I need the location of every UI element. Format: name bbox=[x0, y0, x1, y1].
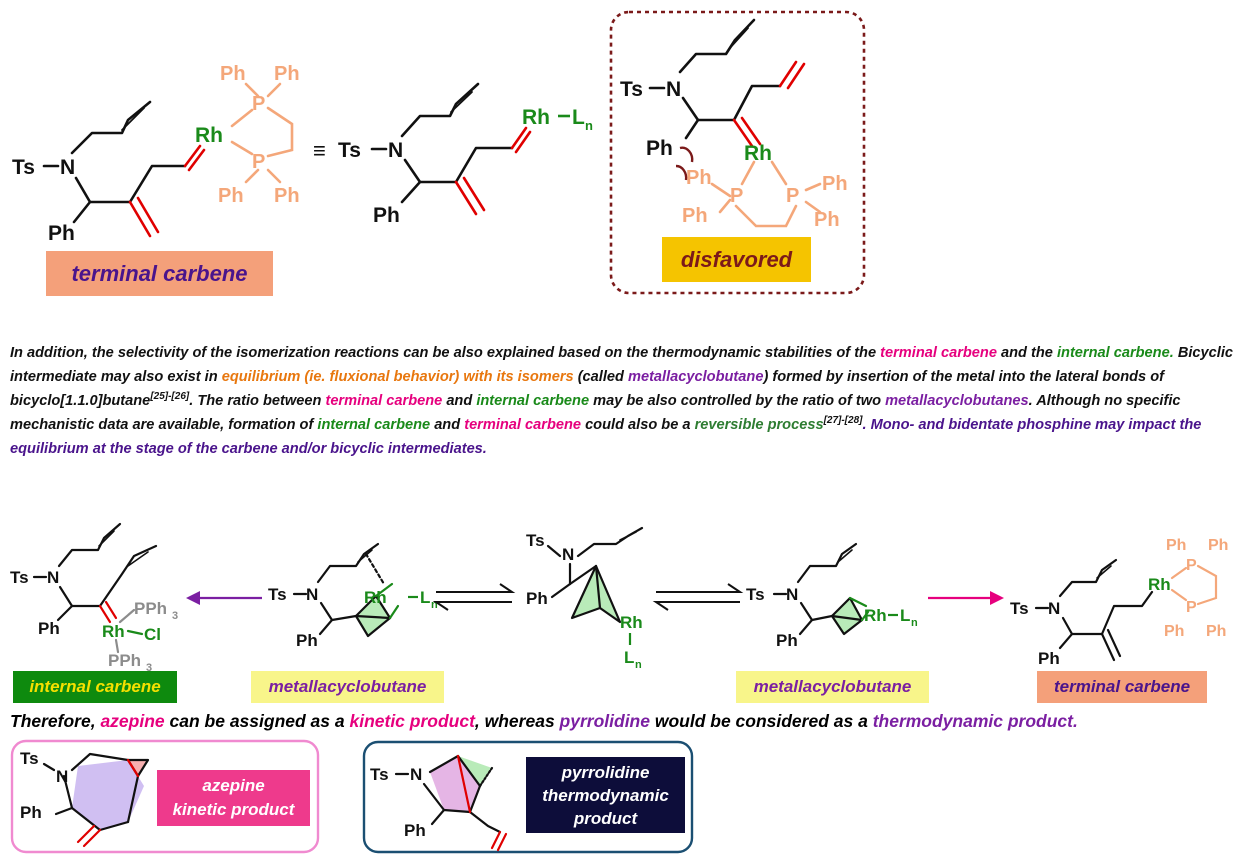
arrow-to-terminal-carbene bbox=[928, 591, 1004, 605]
metallacyclobutane-right-structure bbox=[746, 542, 918, 650]
conclusion-run: can be assigned as a bbox=[164, 711, 350, 731]
pyrrolidine-thermodynamic-label: pyrrolidine thermodynamic product bbox=[526, 757, 685, 833]
paragraph-run: metallacyclobutanes bbox=[885, 393, 1029, 409]
paragraph-run: metallacyclobutane bbox=[627, 369, 764, 385]
paragraph-run: . Mono- and bidentate phosphine may impa… bbox=[10, 417, 1202, 457]
paragraph-run: and the bbox=[996, 345, 1057, 361]
azepine-box bbox=[10, 739, 320, 854]
equilibrium-arrows-right bbox=[652, 583, 744, 611]
internal-carbene-structure: Cl PPh 3 PPh 3 bbox=[10, 522, 178, 674]
paragraph-run: may be also controlled by the ratio of t… bbox=[589, 393, 886, 409]
conclusion-run: Therefore, bbox=[10, 711, 101, 731]
metallacyclobutane-label-right: metallacyclobutane bbox=[736, 671, 929, 703]
disfavored-structure bbox=[620, 18, 848, 231]
paragraph-run: terminal carbene bbox=[325, 393, 443, 409]
bicyclic-intermediate-structure bbox=[526, 526, 644, 671]
equivalence-symbol: ≡ bbox=[313, 138, 326, 163]
paragraph-run: internal carbene. bbox=[1056, 345, 1174, 361]
chloride-label: Cl bbox=[144, 625, 161, 644]
terminal-carbene-small-structure bbox=[1010, 537, 1229, 668]
conclusion-run: pyrrolidine bbox=[559, 711, 650, 731]
conclusion-run: thermodynamic product. bbox=[872, 711, 1078, 731]
paragraph-run: ) formed by insertion of the metal into … bbox=[10, 369, 1164, 409]
terminal-carbene-bidentate-structure bbox=[12, 63, 300, 245]
paragraph-run: internal carbene bbox=[317, 417, 431, 433]
disfavored-box bbox=[609, 10, 866, 295]
metallacyclobutane-label-left: metallacyclobutane bbox=[251, 671, 444, 703]
disfavored-label: disfavored bbox=[662, 237, 811, 282]
explanation-paragraph: In addition, the selectivity of the isom… bbox=[10, 341, 1235, 461]
triphenylphosphine-subscript: 3 bbox=[172, 610, 178, 622]
pyrrolidine-label-line3: product bbox=[573, 809, 638, 828]
paragraph-run: internal carbene bbox=[476, 393, 590, 409]
arrow-to-internal-carbene bbox=[186, 591, 262, 605]
paragraph-run: (called bbox=[573, 369, 628, 385]
internal-carbene-label: internal carbene bbox=[13, 671, 177, 703]
triphenylphosphine-label: PPh bbox=[134, 599, 167, 618]
paragraph-run: . Although no specific mechanistic data … bbox=[10, 393, 1181, 433]
paragraph-run: and bbox=[442, 393, 477, 409]
pyrrolidine-structure bbox=[370, 754, 508, 852]
paragraph-run: [25]-[26] bbox=[150, 391, 190, 403]
azepine-label-line1: azepine bbox=[202, 776, 265, 795]
paragraph-run: [27]-[28] bbox=[823, 415, 863, 427]
pyrrolidine-box bbox=[362, 740, 694, 854]
paragraph-run: terminal carbene bbox=[464, 417, 582, 433]
paragraph-run: In addition, the selectivity of the isom… bbox=[10, 345, 881, 361]
triphenylphosphine-subscript: 3 bbox=[146, 662, 152, 674]
paragraph-run: terminal carbene bbox=[880, 345, 997, 361]
pyrrolidine-label-line2: thermodynamic bbox=[542, 786, 669, 805]
pyrrolidine-label-line1: pyrrolidine bbox=[561, 763, 650, 782]
terminal-carbene-generic-structure bbox=[338, 82, 593, 227]
equivalence-sign: ≡ bbox=[313, 138, 326, 163]
azepine-structure bbox=[20, 749, 150, 848]
terminal-carbene-label-top: terminal carbene bbox=[46, 251, 273, 296]
paragraph-run: Bicyclic intermediate may also exist in bbox=[10, 345, 1233, 385]
equilibrium-arrows-left bbox=[432, 583, 516, 611]
paragraph-run: equilibrium (ie. fluxional behavior) wit… bbox=[221, 369, 574, 385]
terminal-carbene-label-bottom: terminal carbene bbox=[1037, 671, 1207, 703]
paragraph-run: could also be a bbox=[581, 417, 695, 433]
conclusion-run: would be considered as a bbox=[649, 711, 873, 731]
azepine-label-line2: kinetic product bbox=[172, 800, 295, 819]
conclusion-run: kinetic product bbox=[349, 711, 475, 731]
metallacyclobutane-left-structure bbox=[268, 542, 438, 650]
conclusion-run: , whereas bbox=[474, 711, 560, 731]
conclusion-sentence: Therefore, azepine can be assigned as a … bbox=[10, 711, 1235, 732]
azepine-kinetic-label: azepine kinetic product bbox=[157, 770, 310, 826]
paragraph-run: . The ratio between bbox=[189, 393, 326, 409]
paragraph-run: and bbox=[430, 417, 465, 433]
conclusion-run: azepine bbox=[100, 711, 165, 731]
triphenylphosphine-label: PPh bbox=[108, 651, 141, 670]
paragraph-run: reversible process bbox=[694, 417, 824, 433]
